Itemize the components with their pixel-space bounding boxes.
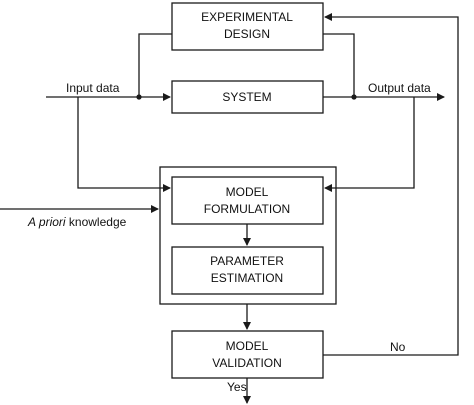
a-priori-rest: knowledge [66,215,127,229]
parameter-estimation-box: PARAMETER ESTIMATION [171,246,324,295]
model-formulation-line1: MODEL [226,185,269,199]
experimental-design-line1: EXPERIMENTAL [201,10,293,24]
input-to-model-line [77,97,171,192]
model-validation-line2: VALIDATION [212,356,282,370]
output-to-model-line [324,97,415,192]
output-data-label: Output data [368,81,431,95]
system-box: SYSTEM [171,80,324,114]
a-priori-italic: A priori [27,215,66,229]
system-label: SYSTEM [222,90,271,104]
experimental-design-line2: DESIGN [224,27,270,41]
yes-label: Yes [227,380,247,394]
no-label: No [390,340,406,354]
input-data-label: Input data [66,81,120,95]
no-feedback-line [323,13,459,356]
a-priori-knowledge-label: A priori knowledge [27,215,127,229]
output-to-design-line [323,33,355,97]
model-validation-line1: MODEL [226,339,269,353]
parameter-estimation-line2: ESTIMATION [211,271,283,285]
input-to-design-line [138,33,172,97]
parameter-estimation-line1: PARAMETER [210,254,284,268]
model-group-box [159,166,337,305]
experimental-design-box: EXPERIMENTAL DESIGN [171,2,324,51]
model-validation-box: MODEL VALIDATION [171,330,324,379]
model-formulation-box: MODEL FORMULATION [171,176,324,225]
model-formulation-line2: FORMULATION [204,202,290,216]
